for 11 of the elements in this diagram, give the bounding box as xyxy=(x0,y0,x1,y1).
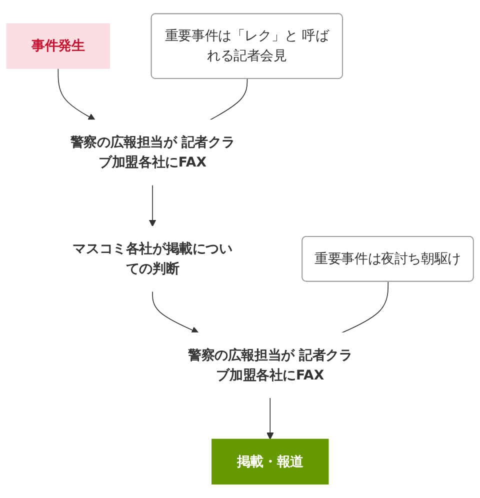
node-box: 事件発生 xyxy=(6,23,110,70)
arrow xyxy=(266,397,274,440)
node-text: 警察の広報担当が 記者クラブ加盟各社にFAX xyxy=(188,347,352,383)
node-box: 掲載・報道 xyxy=(212,438,329,485)
node-text: マスコミ各社が掲載についての判断 xyxy=(72,240,232,276)
arrow xyxy=(58,68,96,120)
connector xyxy=(341,281,389,334)
node-text: 警察の広報担当が 記者クラブ加盟各社にFAX xyxy=(70,134,235,170)
arrow xyxy=(152,290,199,334)
arrow xyxy=(148,184,156,227)
connector xyxy=(210,78,248,121)
